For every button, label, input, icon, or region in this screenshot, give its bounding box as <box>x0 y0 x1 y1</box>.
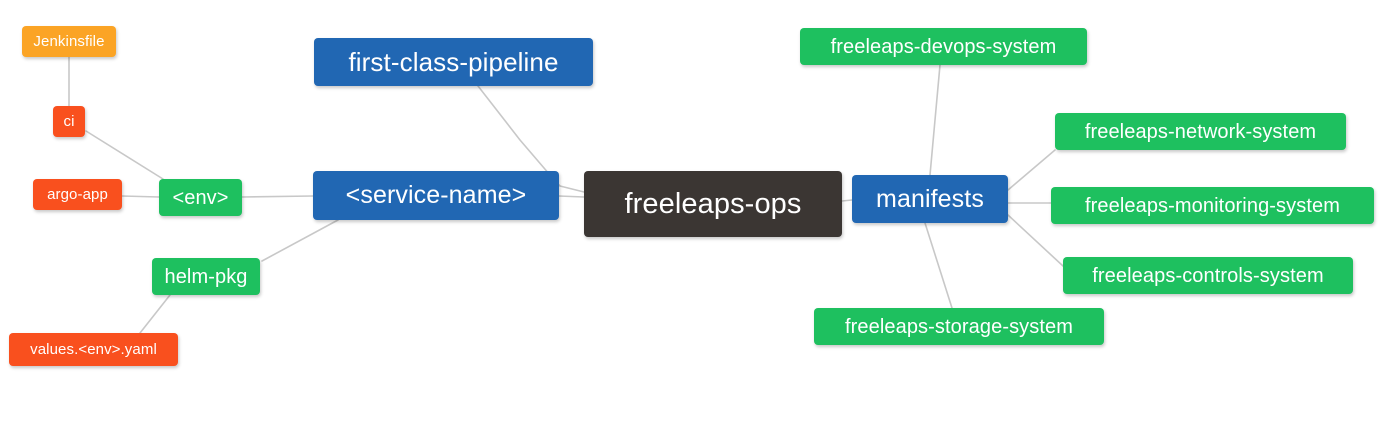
node-label-first-class-pipeline: first-class-pipeline <box>348 47 559 77</box>
edge-env-to-argo-app <box>121 195 160 198</box>
edge-manifests-to-freeleaps-network-system <box>1007 149 1056 191</box>
edge-env-to-ci <box>85 130 164 180</box>
node-first-class-pipeline[interactable]: first-class-pipeline <box>314 38 593 86</box>
node-label-freeleaps-network-system: freeleaps-network-system <box>1084 120 1317 143</box>
node-ci[interactable]: ci <box>53 106 85 137</box>
node-manifests[interactable]: manifests <box>852 175 1008 223</box>
node-label-env: <env> <box>172 186 229 209</box>
node-label-freeleaps-ops: freeleaps-ops <box>624 187 802 220</box>
node-freeleaps-monitoring-system[interactable]: freeleaps-monitoring-system <box>1051 187 1374 224</box>
edge-freeleaps-ops-to-manifests <box>841 199 853 202</box>
node-label-freeleaps-devops-system: freeleaps-devops-system <box>830 35 1057 58</box>
node-freeleaps-controls-system[interactable]: freeleaps-controls-system <box>1063 257 1353 294</box>
node-label-service-name: <service-name> <box>345 181 527 209</box>
node-values-env-yaml[interactable]: values.<env>.yaml <box>9 333 178 366</box>
node-env[interactable]: <env> <box>159 179 242 216</box>
edge-service-name-to-helm-pkg <box>261 219 339 262</box>
edge-freeleaps-ops-to-service-name <box>558 195 585 198</box>
edge-service-name-to-env <box>241 195 314 198</box>
node-freeleaps-storage-system[interactable]: freeleaps-storage-system <box>814 308 1104 345</box>
edge-manifests-to-freeleaps-storage-system <box>924 222 953 309</box>
node-freeleaps-devops-system[interactable]: freeleaps-devops-system <box>800 28 1087 65</box>
node-helm-pkg[interactable]: helm-pkg <box>152 258 260 295</box>
node-label-values-env-yaml: values.<env>.yaml <box>30 341 157 358</box>
node-label-argo-app: argo-app <box>47 186 108 203</box>
node-freeleaps-network-system[interactable]: freeleaps-network-system <box>1055 113 1346 150</box>
node-service-name[interactable]: <service-name> <box>313 171 559 220</box>
node-label-freeleaps-monitoring-system: freeleaps-monitoring-system <box>1084 194 1340 217</box>
node-Jenkinsfile[interactable]: Jenkinsfile <box>22 26 116 57</box>
node-label-manifests: manifests <box>876 184 984 213</box>
node-label-ci: ci <box>63 113 75 130</box>
node-freeleaps-ops[interactable]: freeleaps-ops <box>584 171 842 237</box>
node-label-freeleaps-controls-system: freeleaps-controls-system <box>1092 264 1324 287</box>
node-label-Jenkinsfile: Jenkinsfile <box>33 33 105 50</box>
node-label-helm-pkg: helm-pkg <box>164 265 248 288</box>
edge-manifests-to-freeleaps-devops-system <box>929 64 941 176</box>
node-label-freeleaps-storage-system: freeleaps-storage-system <box>844 315 1074 338</box>
node-argo-app[interactable]: argo-app <box>33 179 122 210</box>
edge-helm-pkg-to-values-env-yaml <box>139 294 171 334</box>
